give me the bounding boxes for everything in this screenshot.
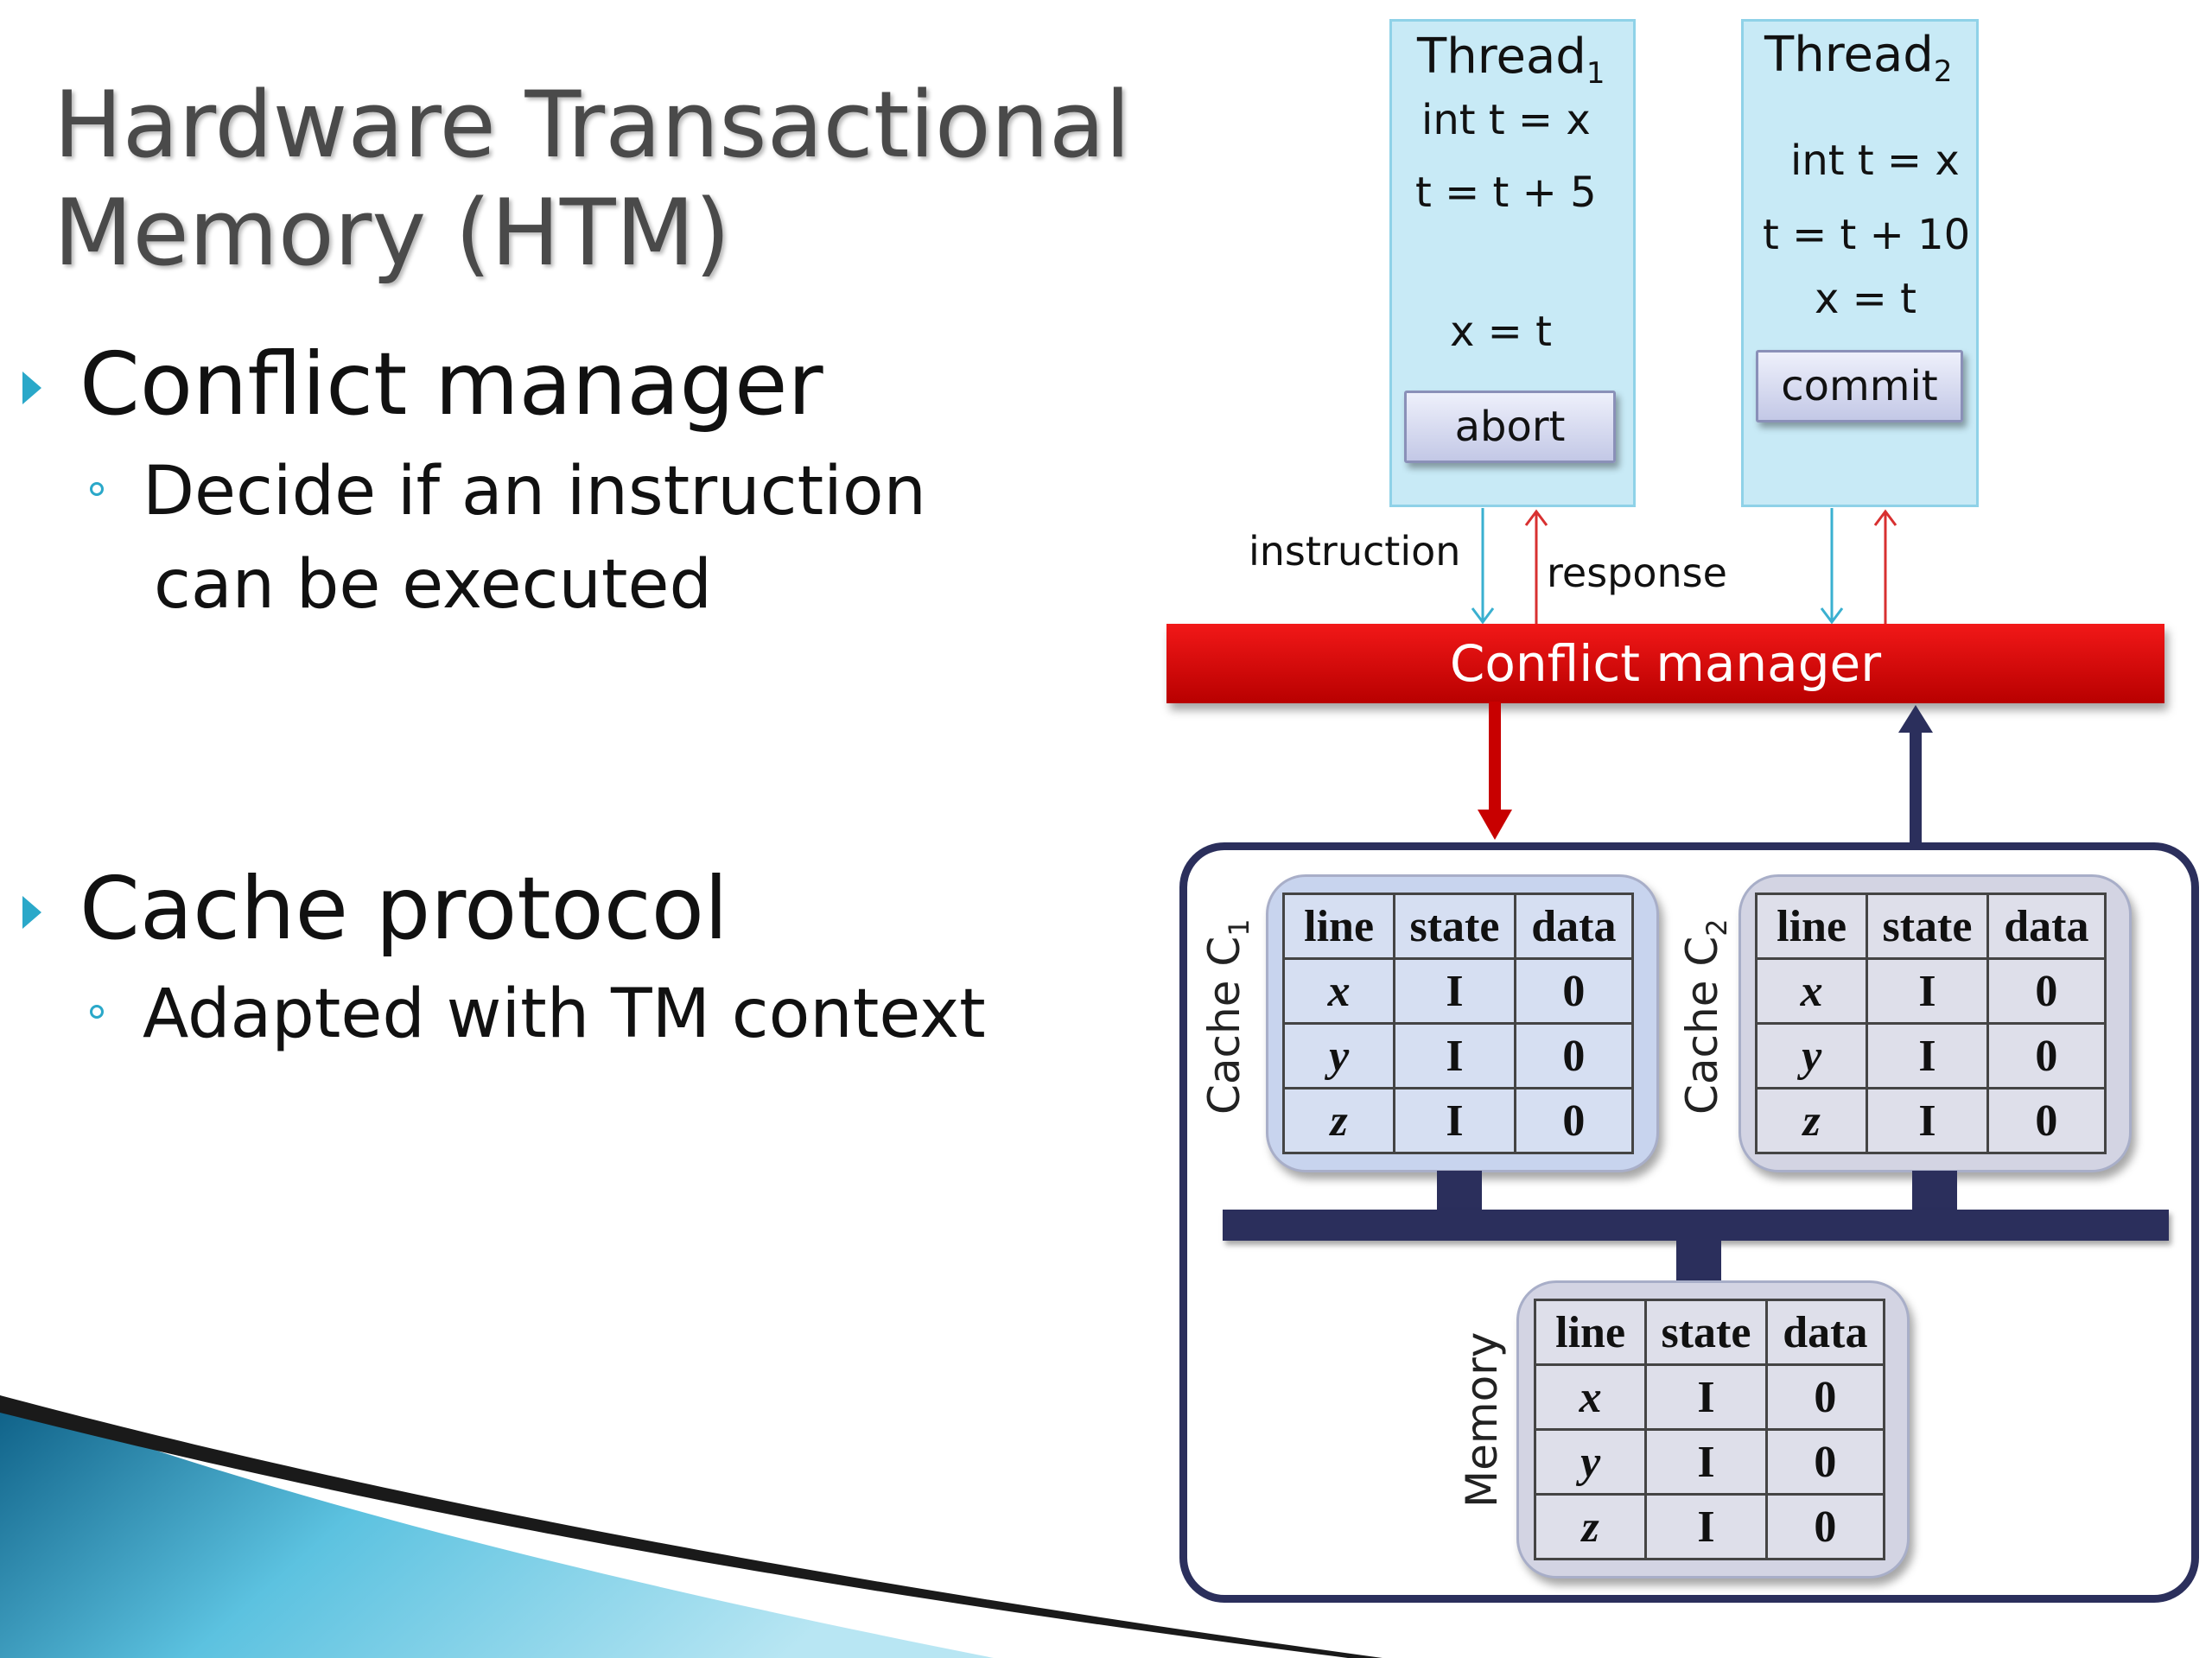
cell-data: 0: [1513, 957, 1635, 1025]
instruction-arrow-2: [1820, 508, 1844, 625]
cell-state: I: [1644, 1363, 1768, 1431]
system-bus: [1223, 1210, 2169, 1241]
thread-2-line-2: t = t + 10: [1763, 211, 1971, 259]
cell-line: y: [1754, 1022, 1869, 1089]
thread-2-subscript: 2: [1933, 54, 1953, 90]
thread-2-name: Thread: [1764, 27, 1934, 83]
thread-arrows: [1471, 508, 1897, 625]
cache-c2-bus-stem: [1912, 1171, 1957, 1210]
instruction-label: instruction: [1249, 528, 1461, 575]
instruction-arrow-1: [1471, 508, 1495, 625]
sub-bullet-text: Decide if an instruction: [143, 453, 926, 530]
cell-state: I: [1393, 957, 1516, 1025]
cell-line: z: [1754, 1087, 1869, 1154]
sub-bullet-ring-icon: [90, 482, 104, 496]
thread-2-title: Thread2: [1764, 31, 1953, 90]
cache-c1-name: Cache C: [1199, 936, 1249, 1115]
cell-line: y: [1281, 1022, 1396, 1089]
cache-c2-name: Cache C: [1677, 936, 1727, 1115]
cell-state: I: [1866, 1022, 1989, 1089]
column-header-state: state: [1644, 1299, 1768, 1366]
cell-state: I: [1866, 957, 1989, 1025]
sub-bullet-text: Adapted with TM context: [143, 975, 986, 1053]
column-header-data: data: [1764, 1299, 1886, 1366]
cache-c2-subscript: 2: [1700, 918, 1733, 937]
cell-data: 0: [1986, 1022, 2107, 1089]
navy-up-arrow: [1898, 705, 1933, 848]
column-header-data: data: [1513, 893, 1635, 960]
thread-2-box: [1741, 19, 1979, 507]
cache-c1-label: Cache C1: [1199, 918, 1255, 1115]
thread-1-line-3: x = t: [1450, 308, 1552, 356]
memory-label: Memory: [1457, 1331, 1507, 1508]
column-header-line: line: [1281, 893, 1396, 960]
column-header-line: line: [1754, 893, 1869, 960]
cell-data: 0: [1986, 1087, 2107, 1154]
cell-data: 0: [1513, 1087, 1635, 1154]
cache-c1-bus-stem: [1437, 1171, 1482, 1210]
thread-1-line-2: t = t + 5: [1415, 168, 1597, 217]
column-header-data: data: [1986, 893, 2107, 960]
abort-button[interactable]: abort: [1404, 391, 1616, 463]
cache-c2-label: Cache C2: [1677, 918, 1733, 1115]
column-header-state: state: [1393, 893, 1516, 960]
background-swoosh: [0, 1395, 1382, 1658]
thread-1-name: Thread: [1417, 29, 1586, 85]
thread-2-line-1: int t = x: [1790, 137, 1960, 185]
bullet-marker-icon: [22, 372, 41, 404]
column-header-line: line: [1533, 1299, 1648, 1366]
cell-data: 0: [1764, 1493, 1886, 1560]
cell-line: z: [1281, 1087, 1396, 1154]
title-line-1: Hardware Transactional: [54, 72, 1131, 178]
bullet-marker-icon: [22, 896, 41, 929]
bullet-conflict-manager: Conflict manager: [79, 334, 823, 435]
cell-data: 0: [1764, 1428, 1886, 1496]
red-down-arrow: [1478, 702, 1512, 840]
cache-c1-subscript: 1: [1223, 918, 1255, 937]
cell-line: x: [1754, 957, 1869, 1025]
memory-bus-stem: [1676, 1241, 1721, 1282]
title-line-2: Memory (HTM): [54, 180, 731, 286]
cell-state: I: [1644, 1428, 1768, 1496]
cell-data: 0: [1986, 957, 2107, 1025]
thread-2-line-3: x = t: [1815, 275, 1916, 323]
cell-data: 0: [1513, 1022, 1635, 1089]
thread-1-title: Thread1: [1417, 33, 1605, 92]
cell-state: I: [1644, 1493, 1768, 1560]
cell-line: y: [1533, 1428, 1648, 1496]
cell-line: x: [1281, 957, 1396, 1025]
thread-1-line-1: int t = x: [1421, 96, 1591, 144]
slide-title: Hardware Transactional Memory (HTM): [54, 71, 1130, 287]
response-arrow-2: [1873, 509, 1897, 624]
cm-cache-arrows: [1478, 702, 1933, 848]
sub-bullet-text-continued: can be executed: [154, 546, 712, 624]
response-arrow-1: [1524, 509, 1548, 624]
cell-line: z: [1533, 1493, 1648, 1560]
cell-state: I: [1393, 1022, 1516, 1089]
cell-data: 0: [1764, 1363, 1886, 1431]
cell-line: x: [1533, 1363, 1648, 1431]
thread-1-subscript: 1: [1586, 56, 1605, 92]
commit-button[interactable]: commit: [1756, 350, 1963, 422]
cell-state: I: [1393, 1087, 1516, 1154]
sub-bullet-ring-icon: [90, 1005, 104, 1019]
column-header-state: state: [1866, 893, 1989, 960]
cell-state: I: [1866, 1087, 1989, 1154]
response-label: response: [1547, 549, 1727, 596]
bullet-cache-protocol: Cache protocol: [79, 858, 728, 959]
conflict-manager-bar: Conflict manager: [1166, 624, 2164, 703]
